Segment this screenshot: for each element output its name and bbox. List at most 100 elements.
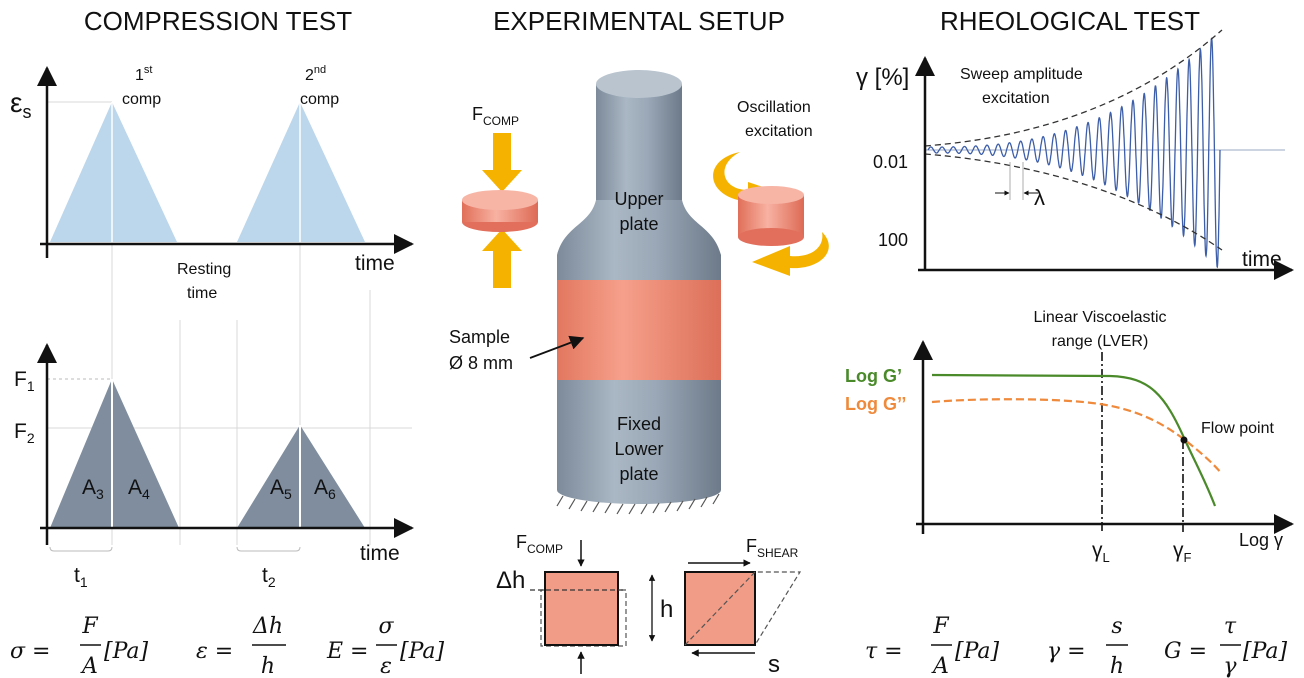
- f2-label: F2: [14, 420, 35, 446]
- force-time-label: time: [360, 542, 400, 565]
- eq-sigma-unit: [Pa]: [104, 639, 149, 664]
- fixed-base-hatch: [556, 493, 720, 515]
- lver-label: Linear Viscoelastic: [1033, 309, 1166, 326]
- flow-point-marker: [1180, 436, 1188, 444]
- t2-brace: [236, 546, 301, 552]
- t2-label: t2: [262, 564, 276, 590]
- first-strain-ramp: [50, 102, 177, 242]
- eq-sigma-num: F: [81, 614, 98, 639]
- sweep-envelope-bottom: [924, 153, 1223, 251]
- lver-label-2: range (LVER): [1052, 333, 1149, 350]
- gamma-axis-label: γ [%]: [856, 64, 909, 91]
- strain-axis-label: εs: [10, 87, 31, 122]
- area-a6: A6: [314, 476, 336, 502]
- g-prime-curve: [931, 373, 1217, 507]
- eq-gamma-lhs: γ =: [1047, 639, 1086, 664]
- area-a3: A3: [82, 476, 104, 502]
- shear-deformed-outline: [684, 571, 802, 646]
- g-double-prime-curve: [931, 398, 1223, 475]
- lower-label: Lower: [614, 439, 663, 459]
- gamma-l-label: γL: [1092, 539, 1110, 565]
- second-strain-ramp: [237, 102, 365, 242]
- first-comp-word: comp: [122, 91, 161, 108]
- fshear-label: FSHEAR: [746, 536, 799, 560]
- log-gamma-label: Log γ: [1239, 530, 1283, 550]
- eq-G-num: τ: [1224, 614, 1237, 639]
- upper-plate-label: plate: [619, 214, 658, 234]
- area-a5: A5: [270, 476, 292, 502]
- eq-tau-den: A: [931, 654, 949, 678]
- eq-G-unit: [Pa]: [1243, 639, 1288, 664]
- log-g-prime-label: Log G’: [845, 366, 902, 386]
- sample-pointer: [529, 335, 585, 359]
- strain-time-label: time: [355, 252, 395, 275]
- eq-E-lhs: E =: [326, 639, 369, 664]
- sweep-excitation-label: excitation: [982, 90, 1050, 107]
- sweep-time-label: time: [1242, 248, 1282, 271]
- s-label: s: [768, 651, 780, 678]
- sample-label: Sample: [449, 327, 510, 347]
- sample-body: [557, 280, 721, 380]
- lambda-label: λ: [1034, 185, 1045, 210]
- fcomp-label: FCOMP: [472, 104, 519, 128]
- fcomp2-label: FCOMP: [516, 532, 563, 556]
- upper-plate: [557, 255, 721, 280]
- lower-plate-label: plate: [619, 464, 658, 484]
- force-graph: F1 F2 A3 A4 A5 A6 t1 t2 time: [14, 343, 414, 590]
- osc-disc-bottom: [738, 228, 804, 246]
- eq-G-den: γ: [1223, 654, 1237, 678]
- oscillation-excitation-label: excitation: [745, 123, 813, 140]
- compression-title: COMPRESSION TEST: [84, 6, 352, 36]
- disc-top: [462, 190, 538, 210]
- second-comp-word: comp: [300, 91, 339, 108]
- log-g-double-prime-label: Log G’’: [845, 394, 906, 414]
- fixed-label: Fixed: [617, 414, 661, 434]
- t1-label: t1: [74, 564, 88, 590]
- eq-gamma-den: h: [1110, 654, 1124, 678]
- osc-disc-top: [738, 186, 804, 204]
- upper-shaft: [596, 84, 682, 204]
- tick-bottom-label: 100: [878, 230, 908, 250]
- rheo-title: RHEOLOGICAL TEST: [940, 6, 1200, 36]
- eq-sigma-lhs: σ =: [10, 639, 50, 664]
- eq-E-num: σ: [378, 614, 394, 639]
- sweep-wave: [927, 37, 1221, 269]
- f1-label: F1: [14, 368, 35, 394]
- eq-eps-den: h: [261, 654, 275, 678]
- eq-tau-num: F: [932, 614, 949, 639]
- eq-tau-lhs: τ =: [865, 639, 903, 664]
- eq-tau-unit: [Pa]: [955, 639, 1000, 664]
- shaft-flare: [557, 200, 721, 255]
- eq-eps-lhs: ε =: [196, 639, 233, 664]
- eq-E-unit: [Pa]: [400, 639, 445, 664]
- upper-label: Upper: [614, 189, 663, 209]
- flow-point-label: Flow point: [1201, 420, 1274, 437]
- compress-arrow-down: [482, 133, 522, 192]
- t1-brace: [49, 546, 113, 552]
- sweep-envelope-top: [924, 29, 1223, 147]
- gamma-f-label: γF: [1173, 539, 1192, 565]
- amplitude-sweep-graph: γ [%] Sweep amplitude excitation 0.01 10…: [856, 29, 1294, 280]
- area-a4: A4: [128, 476, 150, 502]
- eq-G-lhs: G =: [1164, 639, 1207, 664]
- shaft-top: [596, 70, 682, 98]
- eq-sigma-den: A: [80, 654, 98, 678]
- resting-label: Resting: [177, 261, 231, 278]
- compress-arrow-up: [482, 229, 522, 288]
- compression-equations: σ = F A [Pa] ε = Δh h E = σ ε [Pa]: [10, 614, 445, 678]
- moduli-graph: Linear Viscoelastic range (LVER) Log G’ …: [845, 309, 1294, 565]
- dh-label: Δh: [496, 567, 525, 594]
- square-compressed: [544, 571, 619, 646]
- oscillation-arrow-bottom: [752, 232, 829, 276]
- eq-gamma-num: s: [1111, 614, 1122, 639]
- rheometer-setup: Upper plate Fixed Lower plate Sample Ø 8…: [449, 70, 829, 678]
- eq-E-den: ε: [380, 654, 392, 678]
- eq-eps-num: Δh: [252, 614, 283, 639]
- first-force-ramp: [50, 379, 179, 528]
- first-comp-label: 1st: [135, 64, 152, 84]
- lower-plate: [557, 380, 721, 504]
- tick-top-label: 0.01: [873, 152, 908, 172]
- sweep-label: Sweep amplitude: [960, 66, 1083, 83]
- sample-dim-label: Ø 8 mm: [449, 353, 513, 373]
